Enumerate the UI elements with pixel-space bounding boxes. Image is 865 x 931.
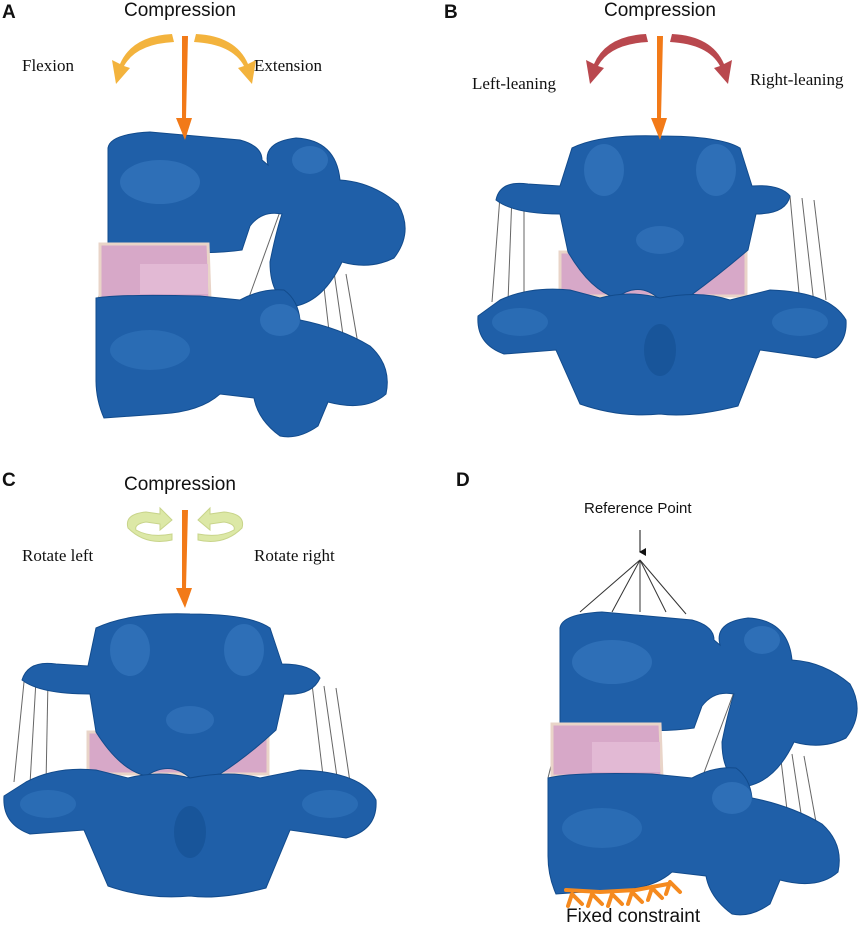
flexion-label: Flexion: [22, 56, 74, 75]
load-label-c: Compression: [124, 474, 236, 495]
rotate-right-label: Rotate right: [254, 546, 335, 565]
fixed-constraint-label: Fixed constraint: [566, 906, 701, 927]
load-label-b: Compression: [604, 0, 716, 21]
right-leaning-label: Right-leaning: [750, 70, 844, 89]
right-leaning-arrow: [670, 34, 732, 84]
compression-arrow-b: [651, 36, 667, 140]
panel-letter-b: B: [444, 2, 458, 23]
lateral-vertebra-model-d: [547, 611, 858, 916]
compression-arrow-c: [176, 510, 192, 608]
panel-c: [3, 506, 377, 898]
posterior-vertebra-model-c: [3, 613, 377, 898]
panel-letter-a: A: [2, 2, 16, 23]
left-leaning-arrow: [586, 34, 648, 84]
rotate-right-arrow: [197, 506, 244, 542]
panel-d: [547, 530, 858, 916]
extension-arrow: [194, 34, 256, 84]
panel-letter-d: D: [456, 470, 470, 491]
panel-b: [477, 34, 847, 416]
reference-point-tie-lines: [579, 559, 687, 615]
left-leaning-label: Left-leaning: [472, 74, 557, 93]
load-label-a: Compression: [124, 0, 236, 21]
panel-a: [95, 34, 406, 438]
rotate-left-label: Rotate left: [22, 546, 94, 565]
panel-letter-c: C: [2, 470, 16, 491]
extension-label: Extension: [254, 56, 322, 75]
fixed-constraint-markers: [564, 880, 682, 908]
flexion-arrow: [112, 34, 174, 84]
reference-point-label: Reference Point: [584, 500, 692, 517]
rotate-left-arrow: [126, 506, 173, 542]
lateral-vertebra-model-a: [95, 131, 406, 438]
posterior-vertebra-model-b: [477, 135, 847, 416]
compression-arrow-a: [176, 36, 192, 140]
